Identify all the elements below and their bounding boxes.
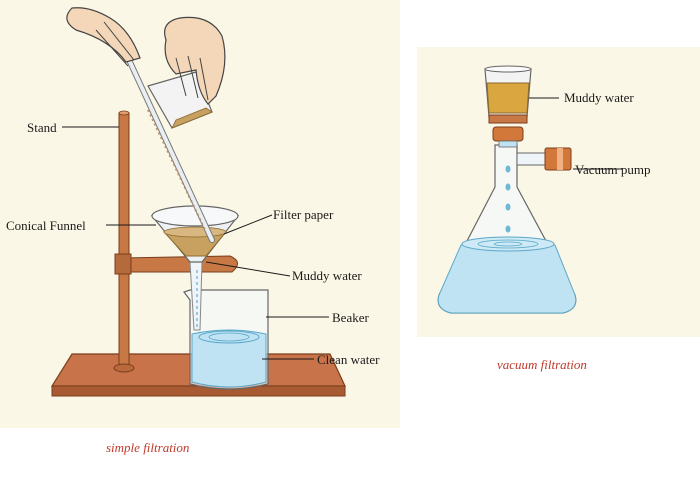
clamp — [114, 253, 238, 275]
caption-vacuum-filtration: vacuum filtration — [497, 357, 587, 372]
hands — [66, 7, 226, 105]
vacuum-filtration-illustration — [437, 65, 623, 314]
vacuum-filtration-panel: Muddy water Vacuum pump — [417, 47, 700, 337]
label-vacuum-pump: Vacuum pump — [575, 162, 651, 177]
label-conical-funnel: Conical Funnel — [6, 218, 86, 233]
label-stand: Stand — [27, 120, 57, 135]
filter-cup — [484, 65, 532, 124]
glass-rod — [127, 59, 215, 243]
leader-lines — [529, 97, 623, 170]
leader-lines — [62, 126, 329, 360]
droplets — [505, 165, 511, 233]
stopper — [492, 126, 524, 148]
caption-simple-filtration: simple filtration — [106, 440, 190, 455]
label-beaker: Beaker — [332, 310, 369, 325]
stand-rod — [113, 110, 135, 373]
side-arm — [516, 147, 572, 171]
label-muddy-water: Muddy water — [292, 268, 362, 283]
conical-funnel — [150, 205, 240, 263]
label-filter-paper: Filter paper — [273, 207, 334, 222]
simple-filtration-panel: Stand Conical Funnel Filter paper Muddy … — [0, 0, 400, 428]
pouring-beaker — [147, 71, 213, 129]
label-clean-water: Clean water — [317, 352, 380, 367]
label-muddy-water-vacuum: Muddy water — [564, 90, 634, 105]
simple-filtration-illustration — [50, 7, 346, 397]
beaker — [183, 289, 269, 390]
